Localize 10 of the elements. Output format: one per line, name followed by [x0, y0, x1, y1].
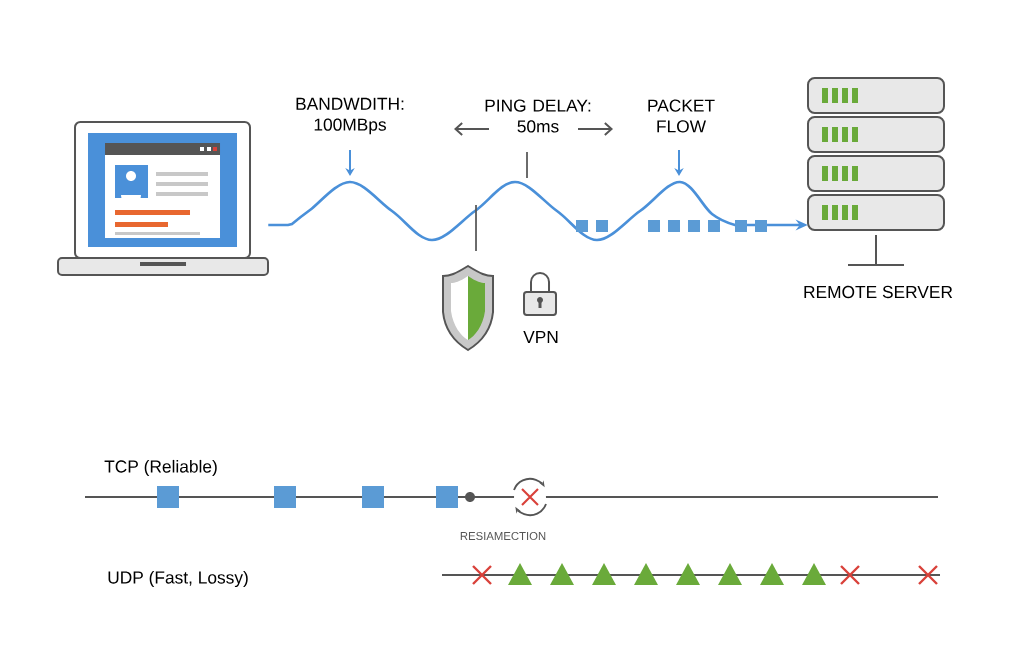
- text-label: VPN: [523, 331, 558, 343]
- text-label: PING DELAY: 50ms: [485, 99, 591, 133]
- node-label: REMOTE SERVER: [804, 285, 953, 299]
- text-label: RESIAMECTION: [460, 532, 546, 540]
- text-label: UDP (Fast, Lossy): [108, 570, 248, 588]
- text-label: PACKET FLOW: [648, 99, 715, 133]
- text-label: TCP (Reliable): [104, 459, 217, 477]
- text-label: BANDWDITH: 100MBps: [296, 97, 404, 135]
- laptop-drawing: [57, 121, 269, 276]
- server-drawing: [807, 77, 945, 266]
